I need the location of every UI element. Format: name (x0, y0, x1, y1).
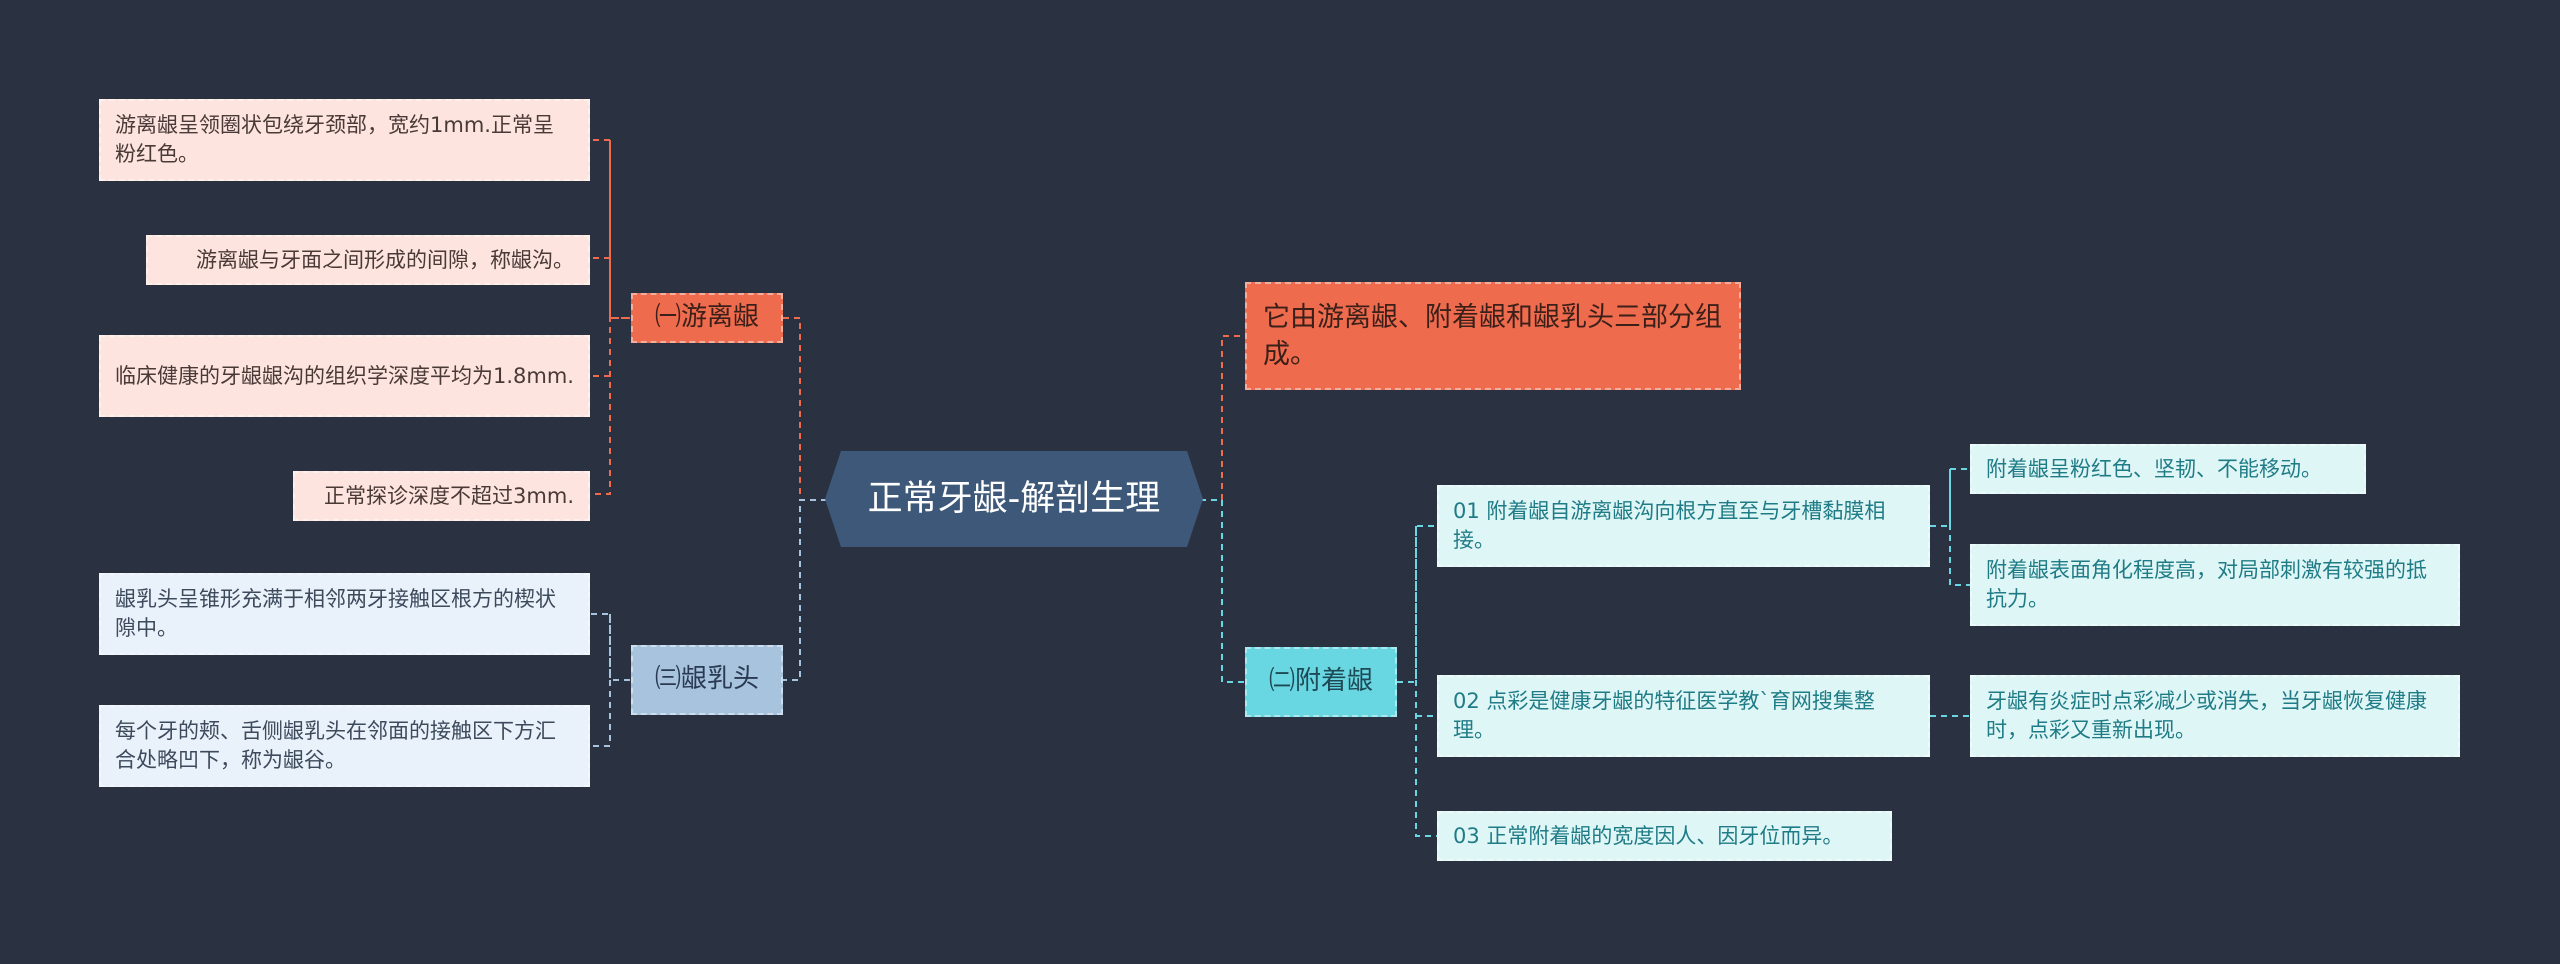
central-topic-label: 正常牙龈-解剖生理 (867, 478, 1161, 519)
link-center-intro (1200, 335, 1245, 501)
link-item01-children (1930, 468, 1970, 586)
papilla-leaf-2-text: 每个牙的颊、舌侧龈乳头在邻面的接触区下方汇合处略凹下，称为龈谷。 (115, 719, 556, 772)
attached-item-01-child-1[interactable]: 附着龈呈粉红色、坚韧、不能移动。 (1970, 444, 2366, 494)
branch-free-gingiva[interactable]: ㈠游离龈 (631, 293, 783, 343)
free-leaf-4[interactable]: 正常探诊深度不超过3mm. (293, 471, 590, 521)
free-leaf-1[interactable]: 游离龈呈领圈状包绕牙颈部，宽约1mm.正常呈粉红色。 (99, 99, 590, 181)
branch-papilla-label: ㈢龈乳头 (654, 664, 759, 695)
free-leaf-3-text: 临床健康的牙龈龈沟的组织学深度平均为1.8mm. (115, 363, 574, 388)
attached-item-02-text: 02 点彩是健康牙龈的特征医学教`育网搜集整理。 (1453, 689, 1875, 742)
central-topic[interactable]: 正常牙龈-解剖生理 (825, 451, 1203, 547)
link-attached-items (1397, 525, 1437, 837)
free-leaf-1-text: 游离龈呈领圈状包绕牙颈部，宽约1mm.正常呈粉红色。 (115, 113, 554, 166)
attached-item-02-child-1-text: 牙龈有炎症时点彩减少或消失，当牙龈恢复健康时，点彩又重新出现。 (1986, 689, 2427, 742)
papilla-leaf-1-text: 龈乳头呈锥形充满于相邻两牙接触区根方的楔状隙中。 (115, 587, 556, 640)
attached-item-03[interactable]: 03 正常附着龈的宽度因人、因牙位而异。 (1437, 811, 1892, 861)
papilla-leaf-2[interactable]: 每个牙的颊、舌侧龈乳头在邻面的接触区下方汇合处略凹下，称为龈谷。 (99, 705, 590, 787)
attached-item-01-text: 01 附着龈自游离龈沟向根方直至与牙槽黏膜相接。 (1453, 499, 1886, 552)
branch-free-gingiva-label: ㈠游离龈 (654, 302, 759, 333)
link-center-attached (1200, 499, 1245, 683)
branch-attached-label: ㈡附着龈 (1268, 666, 1373, 697)
attached-item-03-text: 03 正常附着龈的宽度因人、因牙位而异。 (1453, 823, 1844, 848)
free-leaf-2[interactable]: 游离龈与牙面之间形成的间隙，称龈沟。 (146, 235, 590, 285)
central-topic-shape (825, 451, 1203, 547)
branch-attached[interactable]: ㈡附着龈 (1245, 647, 1397, 717)
link-free-leaves (590, 139, 630, 495)
intro-text: 它由游离龈、附着龈和龈乳头三部分组成。 (1263, 301, 1722, 370)
attached-item-02-child-1[interactable]: 牙龈有炎症时点彩减少或消失，当牙龈恢复健康时，点彩又重新出现。 (1970, 675, 2460, 757)
intro-node[interactable]: 它由游离龈、附着龈和龈乳头三部分组成。 (1245, 282, 1741, 390)
attached-item-01[interactable]: 01 附着龈自游离龈沟向根方直至与牙槽黏膜相接。 (1437, 485, 1930, 567)
attached-item-01-child-1-text: 附着龈呈粉红色、坚韧、不能移动。 (1986, 456, 2322, 481)
attached-item-02[interactable]: 02 点彩是健康牙龈的特征医学教`育网搜集整理。 (1437, 675, 1930, 757)
attached-item-01-child-2-text: 附着龈表面角化程度高，对局部刺激有较强的抵抗力。 (1986, 558, 2427, 611)
free-leaf-3[interactable]: 临床健康的牙龈龈沟的组织学深度平均为1.8mm. (99, 335, 590, 417)
link-papilla-leaves (590, 613, 630, 747)
free-leaf-2-text: 游离龈与牙面之间形成的间隙，称龈沟。 (196, 247, 574, 272)
papilla-leaf-1[interactable]: 龈乳头呈锥形充满于相邻两牙接触区根方的楔状隙中。 (99, 573, 590, 655)
branch-papilla[interactable]: ㈢龈乳头 (631, 645, 783, 715)
attached-item-01-child-2[interactable]: 附着龈表面角化程度高，对局部刺激有较强的抵抗力。 (1970, 544, 2460, 626)
free-leaf-4-text: 正常探诊深度不超过3mm. (324, 483, 574, 508)
